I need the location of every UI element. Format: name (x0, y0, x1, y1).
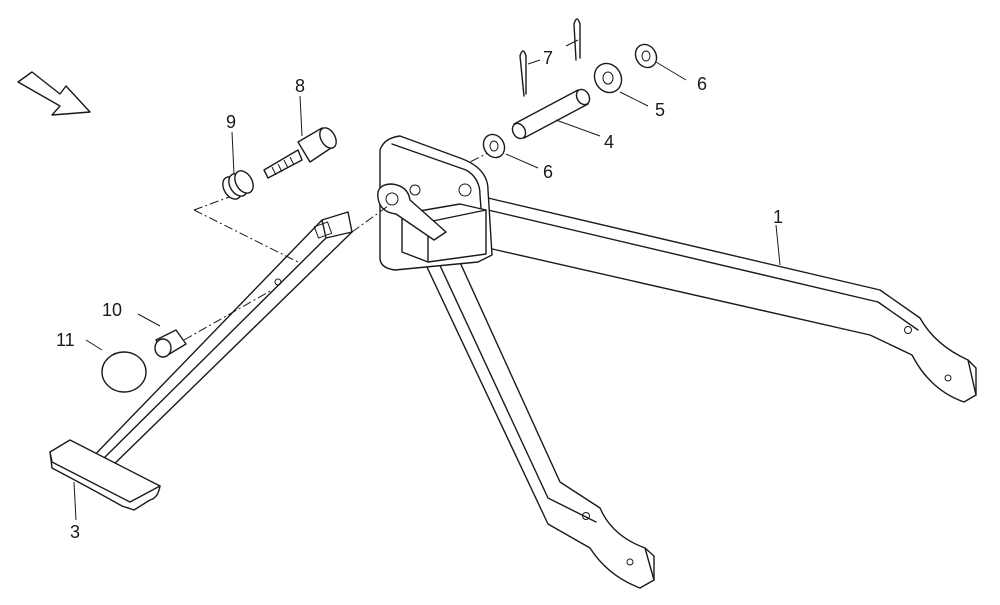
spring-part (222, 170, 254, 200)
callout-5: 5 (655, 100, 665, 120)
large-washer-part (593, 62, 623, 94)
callout-6-lower: 6 (543, 162, 553, 182)
cotter-pin-part-b (573, 18, 581, 61)
bushing-part (154, 329, 187, 358)
washer-part-lower (482, 133, 506, 159)
pin-part (511, 88, 591, 140)
direction-arrow-icon (17, 71, 91, 116)
callout-1: 1 (773, 207, 783, 227)
callout-8: 8 (295, 76, 305, 96)
callout-6-upper: 6 (697, 74, 707, 94)
callout-4: 4 (604, 132, 614, 152)
bolt-part (263, 127, 337, 179)
callout-9: 9 (226, 112, 236, 132)
main-frame-part (377, 135, 977, 589)
cotter-pin-part-a (519, 50, 527, 97)
callout-7: 7 (543, 48, 553, 68)
callout-3: 3 (70, 522, 80, 542)
pedal-lever-part (49, 211, 353, 511)
knob-cap-part (101, 351, 147, 393)
callout-11: 11 (56, 330, 75, 350)
callout-10: 10 (102, 300, 122, 320)
washer-part-upper (634, 43, 658, 69)
